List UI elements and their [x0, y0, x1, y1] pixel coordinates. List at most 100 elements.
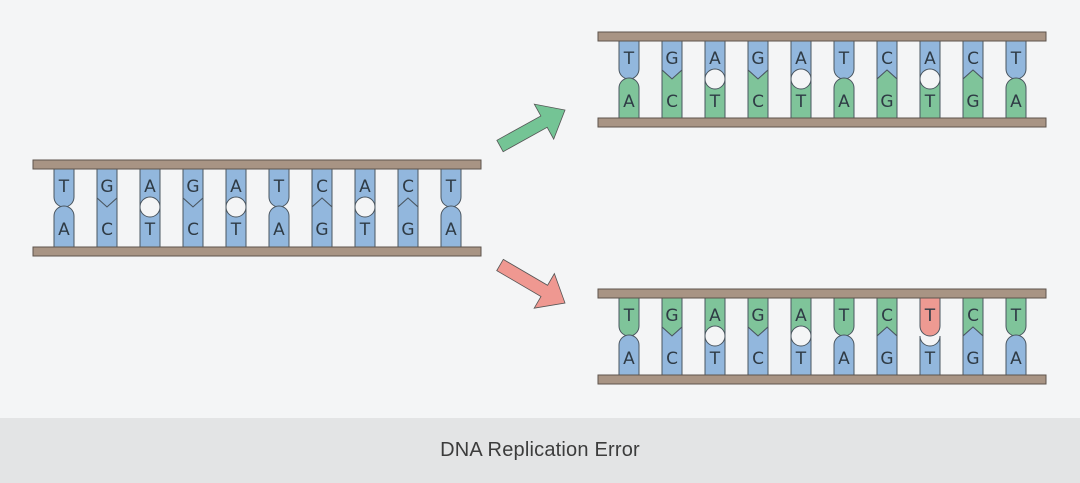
figure-caption: DNA Replication Error: [440, 439, 640, 461]
base-bottom-T: [139, 206, 161, 248]
base-label-top: A: [924, 49, 936, 69]
backbone-bottom: [597, 374, 1047, 385]
base-pair: AT: [704, 39, 726, 119]
base-pair: TA: [53, 167, 75, 248]
base-label-bottom: G: [315, 220, 328, 240]
base-bottom-A: [1005, 334, 1027, 376]
base-pair: TA: [1005, 39, 1027, 119]
base-label-bottom: T: [359, 220, 371, 240]
base-top-A: [790, 39, 812, 80]
base-label-bottom: A: [838, 92, 850, 112]
base-pair: TA: [833, 296, 855, 376]
base-label-top: G: [100, 177, 113, 197]
base-label-bottom: A: [623, 92, 635, 112]
base-bottom-T: [919, 78, 941, 119]
base-pair: GC: [661, 296, 683, 376]
base-pair: TA: [440, 167, 462, 248]
base-pair: GC: [182, 167, 204, 248]
base-top-A: [139, 167, 161, 208]
base-label-top: T: [445, 177, 457, 197]
base-label-bottom: G: [880, 92, 893, 112]
base-label-bottom: A: [623, 349, 635, 369]
base-top-A: [354, 167, 376, 208]
base-label-bottom: C: [666, 349, 678, 369]
backbone-top: [32, 159, 482, 170]
base-label-top: G: [186, 177, 199, 197]
base-pair: TT: [919, 296, 941, 376]
backbone-top: [597, 288, 1047, 299]
base-label-top: T: [838, 49, 850, 69]
base-top-A: [704, 39, 726, 80]
base-pair: AT: [704, 296, 726, 376]
base-pair: AT: [225, 167, 247, 248]
base-label-top: A: [144, 177, 156, 197]
base-label-bottom: T: [924, 349, 936, 369]
base-bottom-A: [618, 77, 640, 119]
backbone-bottom: [597, 117, 1047, 128]
base-pair: TA: [268, 167, 290, 248]
base-pair: CG: [962, 39, 984, 119]
base-top-A: [704, 296, 726, 337]
arrow-to-correct-copy: [496, 103, 566, 153]
base-label-top: C: [967, 306, 979, 326]
base-label-top: G: [751, 49, 764, 69]
base-pair: CG: [397, 167, 419, 248]
base-label-bottom: T: [795, 349, 807, 369]
base-label-top: C: [967, 49, 979, 69]
base-label-top: A: [230, 177, 242, 197]
base-bottom-A: [833, 334, 855, 376]
base-bottom-T: [704, 78, 726, 119]
base-pair: TA: [833, 39, 855, 119]
base-label-bottom: T: [230, 220, 242, 240]
base-pair: GC: [747, 39, 769, 119]
base-pair: TA: [1005, 296, 1027, 376]
base-pair: GC: [96, 167, 118, 248]
base-label-top: A: [709, 306, 721, 326]
base-pair: TA: [618, 39, 640, 119]
base-bottom-T: [790, 335, 812, 376]
base-top-A: [225, 167, 247, 208]
base-bottom-A: [618, 334, 640, 376]
base-label-top: A: [795, 49, 807, 69]
base-bottom-T: [704, 335, 726, 376]
base-label-bottom: A: [445, 220, 457, 240]
base-bottom-A: [833, 77, 855, 119]
base-label-bottom: G: [880, 349, 893, 369]
arrow-to-error-copy: [496, 258, 566, 309]
base-bottom-A: [53, 205, 75, 248]
base-pair: AT: [354, 167, 376, 248]
backbone-top: [597, 31, 1047, 42]
base-pair: TA: [618, 296, 640, 376]
dna-diagram: TAGCATGCATTACGATCGTATAGCATGCATTACGATCGTA…: [32, 31, 1047, 385]
base-label-bottom: G: [966, 92, 979, 112]
base-label-top: C: [881, 306, 893, 326]
base-label-bottom: C: [752, 349, 764, 369]
base-label-bottom: C: [666, 92, 678, 112]
base-top-A: [790, 296, 812, 337]
base-label-bottom: A: [273, 220, 285, 240]
base-label-bottom: T: [709, 92, 721, 112]
base-pair: AT: [790, 39, 812, 119]
base-top-T: [919, 296, 941, 337]
base-label-top: G: [751, 306, 764, 326]
base-pair: CG: [876, 296, 898, 376]
base-label-top: C: [316, 177, 328, 197]
base-label-top: T: [623, 306, 635, 326]
base-label-top: C: [402, 177, 414, 197]
base-pair: CG: [876, 39, 898, 119]
base-label-top: A: [359, 177, 371, 197]
base-label-top: T: [273, 177, 285, 197]
base-label-bottom: C: [752, 92, 764, 112]
base-bottom-A: [268, 205, 290, 248]
base-pair: CG: [311, 167, 333, 248]
base-label-bottom: T: [924, 92, 936, 112]
base-label-bottom: C: [187, 220, 199, 240]
base-label-bottom: T: [709, 349, 721, 369]
base-label-top: T: [1010, 49, 1022, 69]
base-bottom-T: [225, 206, 247, 248]
base-label-bottom: G: [966, 349, 979, 369]
base-label-bottom: G: [401, 220, 414, 240]
